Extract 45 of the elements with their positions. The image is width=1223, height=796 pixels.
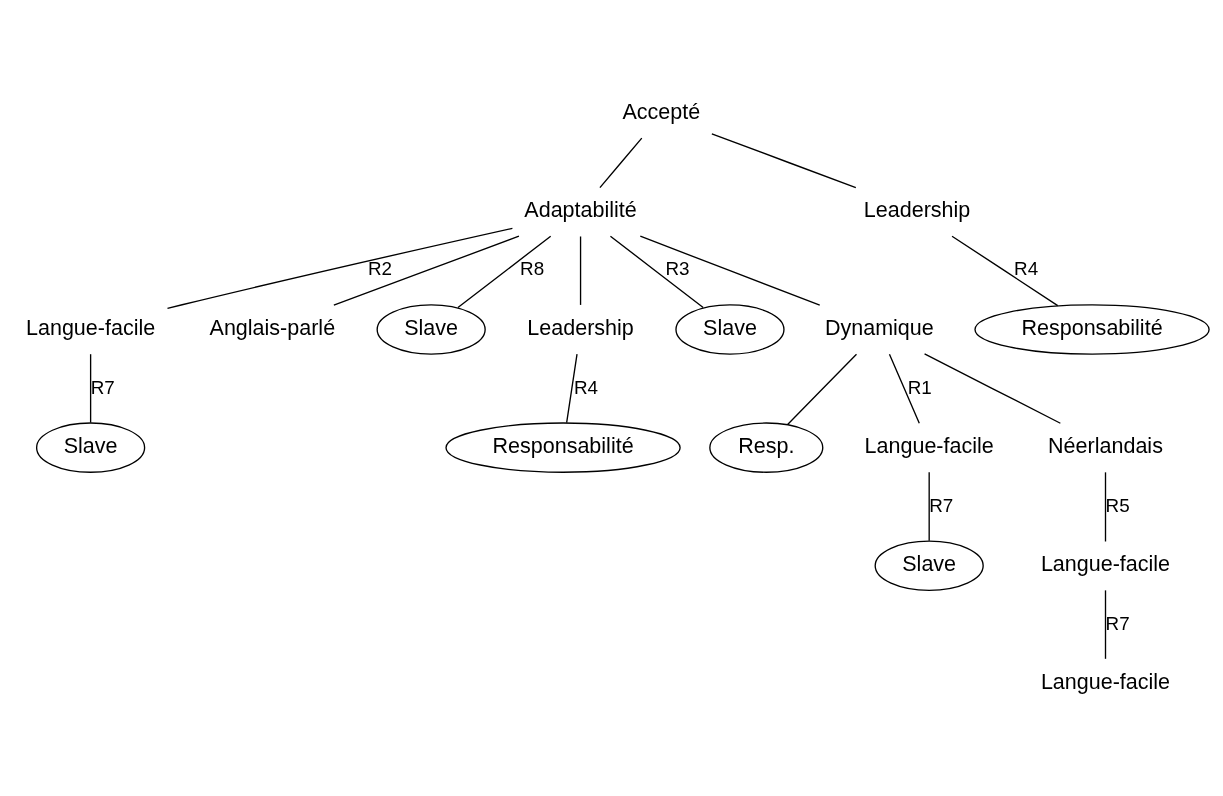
connector	[951, 235, 1059, 306]
edge-label: R4	[573, 376, 598, 398]
connector	[166, 227, 514, 309]
connector	[786, 353, 858, 425]
node-ellipse: Responsabilité	[445, 421, 681, 473]
connector	[566, 353, 578, 423]
node-text: Leadership	[527, 315, 634, 340]
edge-label: R8	[520, 257, 545, 279]
node-text: Dynamique	[824, 315, 934, 340]
edge-label: R7	[90, 376, 115, 398]
edge-label: R1	[907, 376, 932, 398]
connector	[89, 353, 92, 423]
node-ellipse: Responsabilité	[974, 303, 1210, 355]
connector	[579, 235, 582, 306]
connector	[1104, 589, 1107, 659]
node-text: Accepté	[622, 99, 701, 124]
node-ellipse: Slave	[35, 421, 146, 473]
connector	[333, 235, 520, 306]
edge-label: R5	[1105, 494, 1130, 516]
node-text: Adaptabilité	[524, 197, 637, 222]
connector	[1104, 471, 1107, 542]
edge-label: R7	[929, 494, 954, 516]
node-text: Anglais-parlé	[209, 315, 336, 340]
connector	[888, 353, 920, 424]
connector	[928, 471, 930, 541]
edge-label: R2	[367, 257, 393, 279]
edge-label: R3	[665, 257, 690, 279]
node-text: Langue-facile	[1040, 669, 1171, 693]
node-ellipse: Resp.	[709, 421, 824, 473]
connector	[923, 352, 1062, 424]
connector	[609, 235, 704, 308]
node-text: Langue-facile	[1040, 551, 1171, 576]
node-ellipse: Slave	[675, 303, 785, 355]
connector	[599, 136, 643, 188]
edge-label: R4	[1014, 257, 1039, 279]
connector	[457, 235, 552, 308]
connector	[639, 235, 821, 306]
node-ellipse: Slave	[376, 303, 486, 355]
node-text: Langue-facile	[864, 433, 994, 458]
edge-label: R7	[1105, 612, 1130, 634]
node-text: Leadership	[863, 197, 971, 222]
connector	[711, 132, 857, 188]
node-text: Langue-facile	[26, 315, 156, 340]
node-ellipse: Slave	[874, 540, 984, 591]
node-text: Néerlandais	[1048, 433, 1163, 458]
